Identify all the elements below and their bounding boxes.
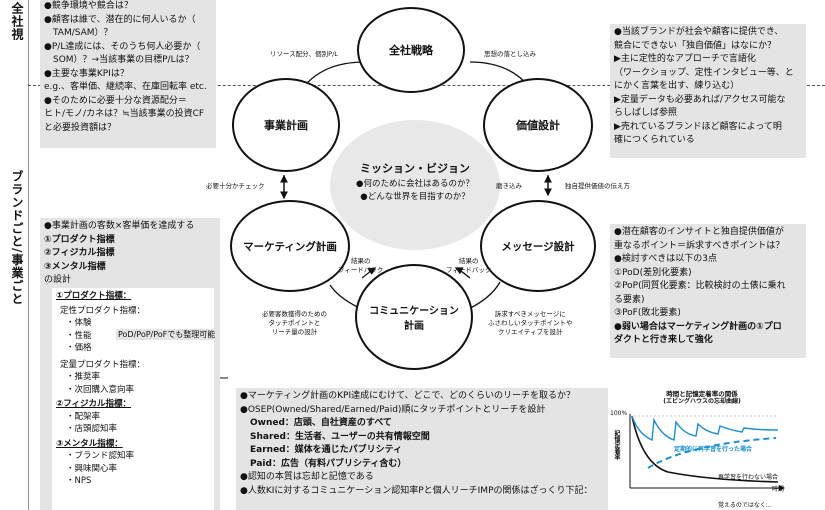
- value-design-box: ●当該ブランドが社会や顧客に提供でき、 競合にできない「独自価値」はなにか？ ▶…: [610, 24, 806, 158]
- mental-indicator-title: ③メンタル指標：: [56, 438, 123, 449]
- value-line: ▶主に定性的なアプローチで言語化: [614, 54, 756, 64]
- value-line: 確につくられている: [614, 135, 695, 145]
- business-plan-box: ●競争環境や競合は？ ●顧客は誰で、潜在的に何人いるか（ TAM/SAM）？ ●…: [40, 0, 216, 148]
- circle-communication-plan: コミュニケーション 計画: [355, 264, 473, 370]
- communication-plan-box: ●マーケティング計画のKPI達成にむけて、どこで、どのくらいのリーチを取るか？ …: [236, 388, 608, 510]
- comm-line: ●マーケティング計画のKPI達成にむけて、どこで、どのくらいのリーチを取るか？: [240, 391, 576, 401]
- curve-with-review: [631, 415, 779, 442]
- value-line: ●当該ブランドが社会や顧客に提供でき、: [614, 27, 784, 37]
- mini-chart-cut-text: 覚えるのではなく…: [718, 502, 772, 509]
- marketing-head-line: ②フィジカル指標: [44, 248, 115, 258]
- marketing-head-line: ③メンタル指標: [44, 261, 106, 272]
- value-line: らしばしば参照: [614, 108, 678, 118]
- message-line: ●弱い場合はマーケティング計画の①プロ: [614, 321, 782, 332]
- quantitative-item: ・推奨率: [66, 372, 101, 382]
- message-line: 重なるポイント＝訴求すべきポイントは？: [614, 240, 785, 251]
- label-feedback-right: 結果の フィードバック: [446, 257, 492, 274]
- business-line: ●競争環境や競合は？: [44, 1, 133, 11]
- physical-indicator-title: ②フィジカル指標：: [56, 399, 132, 409]
- physical-item: ・店頭認知率: [66, 424, 118, 434]
- label-polish: 磨き込み: [496, 182, 522, 190]
- mental-item: ・NPS: [66, 476, 92, 486]
- mission-line-2: ●どんな世界を目指すのか？: [360, 192, 470, 202]
- label-enough-check: 必要十分かチェック: [206, 182, 265, 190]
- message-line: ③PoF(敗北要素): [614, 308, 681, 318]
- side-label-corporate: 全社視: [10, 2, 24, 41]
- message-line: ダクトと行き来して強化: [614, 335, 713, 345]
- value-line: にかく言葉を出す、練り込む）: [614, 81, 740, 91]
- mini-chart-xlabel: 時間: [772, 486, 785, 493]
- marketing-head-line: の設計: [44, 275, 72, 285]
- comm-line: Paid：広告（有料パブリシティ含む）: [250, 458, 407, 469]
- mental-item: ・興味関心率: [66, 463, 118, 474]
- mission-disc: [330, 120, 500, 250]
- circle-marketing-plan: マーケティング計画: [230, 200, 350, 292]
- qualitative-item: ・性能: [66, 330, 92, 341]
- business-line: ●顧客は誰で、潜在的に何人いるか（: [44, 14, 196, 25]
- message-line: ●潜在顧客のインサイトと独自提供価値が: [614, 227, 784, 237]
- label-touchpoint-message: 訴求すべきメッセージに ふさわしいタッチポイントや クリエイティブを設計: [488, 310, 573, 336]
- mini-chart-note-repeat: 定期的に再学習を行った場合: [674, 446, 753, 453]
- side-label-brand: ブランドごと/事業ごと: [10, 170, 24, 306]
- value-line: 競合にできない「独自価値」はなにか？: [614, 40, 777, 51]
- mini-chart-ytick: 100%: [610, 410, 628, 417]
- marketing-head-line: ①プロダクト指標: [44, 234, 115, 245]
- mission-line-1: ●何のために会社はあるのか？: [356, 179, 474, 189]
- qualitative-item: ・価格: [66, 343, 92, 353]
- comm-line: ●人数KIに対するコミュニケーション認知率Pと個人リーチIMPの関係はざっくり下…: [240, 485, 593, 496]
- circle-message-design: メッセージ設計: [480, 200, 596, 292]
- label-unique-value: 独自提供価値の伝え方: [565, 182, 630, 190]
- mini-chart-ylabel: 記憶定着率: [613, 430, 620, 460]
- quantitative-item: ・次回購入意向率: [66, 384, 135, 395]
- mini-chart-title: 時間と記憶定着率の関係: [666, 390, 738, 398]
- business-line: e.g.、客単価、継続率、在庫回転率 etc.: [44, 82, 207, 92]
- mini-chart-plot: [629, 414, 785, 491]
- value-line: （ワークショップ、定性インタビュー等、と: [614, 67, 794, 78]
- forgetting-curve-chart: 時間と記憶定着率の関係 (エビングハウスの忘却曲線) 100% 記憶定着率 時間…: [608, 384, 796, 510]
- message-design-box: ●潜在顧客のインサイトと独自提供価値が 重なるポイント＝訴求すべきポイントは？ …: [610, 224, 806, 358]
- business-line: ●主要な事業KPIは？: [44, 68, 129, 79]
- business-line: ●そのために必要十分な資源配分＝: [44, 95, 187, 106]
- business-line: TAM/SAM）？: [44, 28, 113, 38]
- business-line: ヒト/モノ/カネは？≒当該事業の投資CF: [44, 109, 205, 119]
- comm-line: Owned：店頭、自社資産のすべて: [250, 418, 392, 428]
- message-line: ●検討すべきは以下の3点: [614, 254, 717, 264]
- comm-line: Shared：生活者、ユーザーの共有情報空間: [250, 431, 430, 442]
- physical-item: ・配架率: [66, 411, 101, 422]
- label-feedback-left: 結果の フィードバック: [338, 257, 384, 274]
- mission-title: ミッション・ビジョン: [360, 162, 470, 175]
- circle-value-design: 価値設計: [483, 78, 593, 172]
- comm-line: ●認知の本質は忘却と記憶である: [240, 472, 374, 482]
- label-touchpoint-reach: 必要客数獲得のための タッチポイントと リーチ量の設計: [262, 310, 327, 336]
- business-line: と必要投資額は？: [44, 122, 117, 133]
- mission-block: ミッション・ビジョン ●何のために会社はあるのか？ ●どんな世界を目指すのか？: [330, 160, 500, 204]
- mental-item: ・ブランド認知率: [66, 451, 135, 461]
- curve-no-review: [631, 415, 779, 483]
- circle-corporate-strategy: 全社戦略: [357, 7, 465, 93]
- comm-line: ●OSEP(Owned/Shared/Earned/Paid)順にタッチポイント…: [240, 404, 546, 415]
- mini-chart-subtitle: (エビングハウスの忘却曲線): [663, 398, 741, 405]
- value-line: ▶売れているブランドほど顧客によって明: [614, 121, 782, 132]
- message-line: ①PoD(差別化要素): [614, 267, 692, 278]
- message-line: る要素): [614, 294, 645, 305]
- trend-with-review: [647, 437, 777, 469]
- value-line: ▶定量データも必要あれば/アクセス可能な: [614, 94, 786, 105]
- label-thought: 思想の落とし込み: [484, 50, 536, 58]
- qualitative-item: ・体験: [66, 318, 92, 328]
- business-line: SOM）？→当該事業の目標P/Lは？: [44, 55, 194, 65]
- circle-business-plan: 事業計画: [232, 78, 340, 172]
- mini-chart-note-none: 再学習を行わない場合: [718, 474, 779, 481]
- quantitative-title: 定量プロダクト指標：: [60, 359, 146, 370]
- pod-pop-pof-note: PoD/PoP/PoFでも整理可能: [116, 329, 218, 340]
- business-line: ●P/L達成には、そのうち何人必要か（: [44, 41, 201, 52]
- side-divider: [28, 0, 29, 510]
- marketing-indicator-panel: ①プロダクト指標： 定性プロダクト指標： ・体験 ・性能 ・価格 定量プロダクト…: [52, 288, 214, 510]
- label-resource: リソース配分、個別P/L: [270, 50, 338, 58]
- product-indicator-title: ①プロダクト指標：: [56, 291, 132, 301]
- qualitative-title: 定性プロダクト指標：: [60, 305, 146, 316]
- marketing-head-line: ●事業計画の客数×客単価を達成する: [44, 221, 195, 231]
- comm-line: Earned：媒体を通じたパブリシティ: [250, 445, 403, 455]
- message-line: ②PoP(同質化要素：比較検討の土俵に乗れ: [614, 281, 786, 291]
